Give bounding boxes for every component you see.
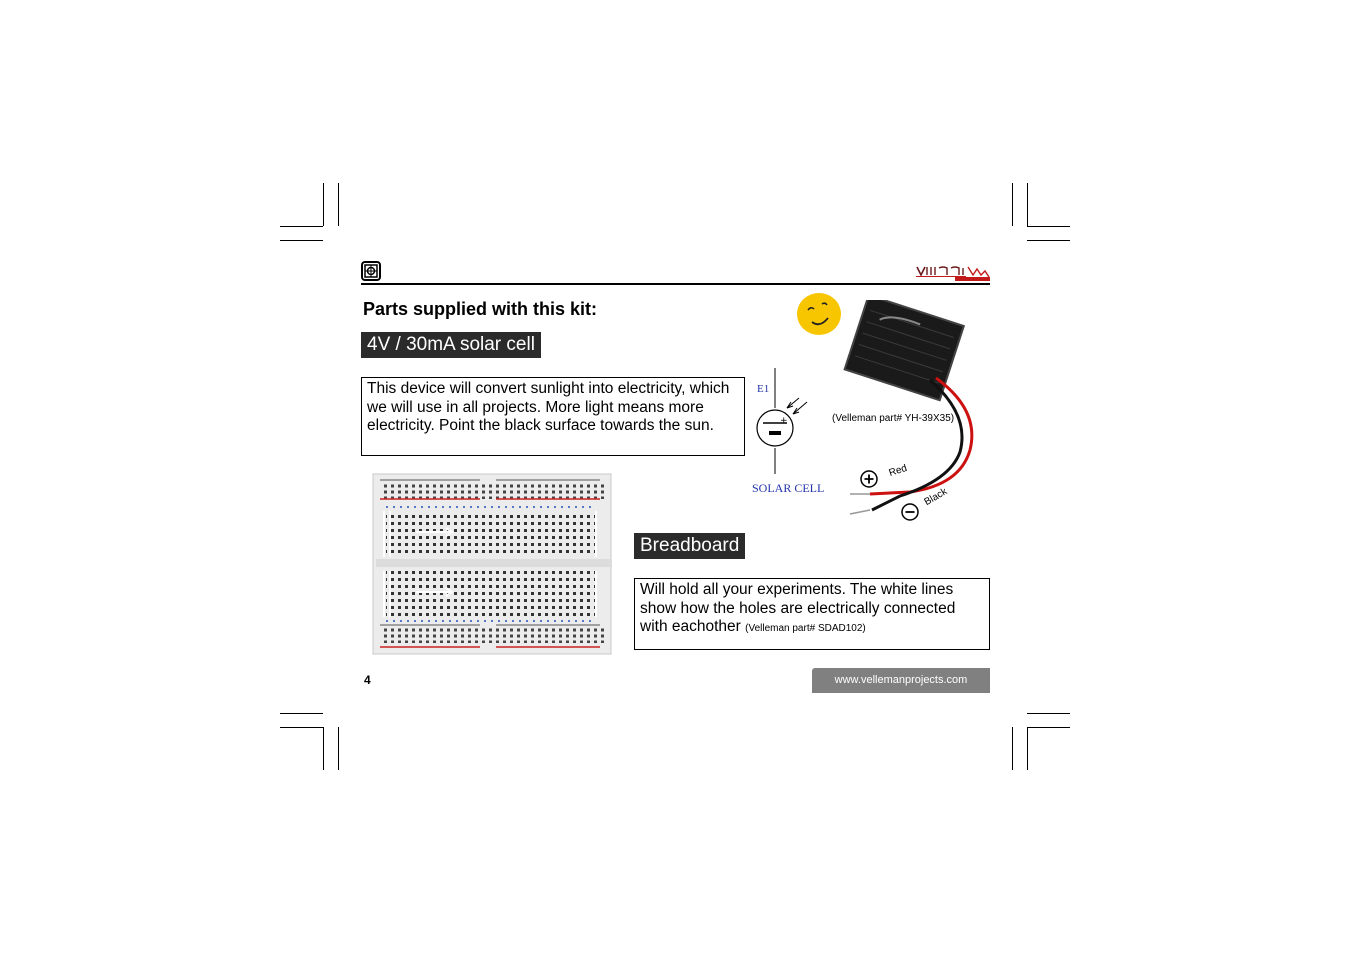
breadboard-image [368, 471, 614, 657]
smiley-icon [796, 292, 842, 336]
breadboard-label: Breadboard [634, 533, 746, 559]
plus-icon [860, 470, 878, 488]
minus-icon [901, 503, 919, 521]
crop-mark [1027, 183, 1028, 226]
crop-mark [280, 240, 323, 241]
solar-cell-label: 4V / 30mA solar cell [361, 332, 541, 358]
crop-mark [1027, 727, 1028, 770]
page-title: Parts supplied with this kit: [363, 299, 598, 319]
crop-mark [1012, 727, 1013, 770]
page-number: 4 [364, 673, 371, 687]
solar-cell-image [830, 293, 990, 525]
velleman-logo [915, 263, 991, 282]
header-rule [361, 283, 990, 285]
svg-text:+: + [780, 416, 788, 426]
solar-cell-schematic: + [745, 368, 825, 478]
crop-mark [280, 226, 323, 227]
breadboard-description: Will hold all your experiments. The whit… [634, 578, 990, 650]
solar-description-text: This device will convert sunlight into e… [367, 380, 730, 434]
crop-mark [280, 713, 323, 714]
crop-mark [1027, 226, 1070, 227]
website-url[interactable]: www.vellemanprojects.com [812, 668, 990, 693]
solar-part-caption: (Velleman part# YH-39X35) [832, 413, 955, 424]
breadboard-part-caption: (Velleman part# SDAD102) [745, 623, 866, 634]
schematic-reference: E1 [757, 383, 770, 395]
crop-mark [1027, 713, 1070, 714]
breadboard-description-text: Will hold all your experiments. The whit… [640, 581, 956, 635]
crop-mark [280, 727, 323, 728]
kit-logo-icon [361, 261, 381, 281]
crop-mark [338, 727, 339, 770]
crop-mark [323, 183, 324, 226]
crop-mark [338, 183, 339, 226]
crop-mark [1012, 183, 1013, 226]
crop-mark [1027, 727, 1070, 728]
solar-cell-description: This device will convert sunlight into e… [361, 377, 745, 456]
schematic-name: SOLAR CELL [752, 481, 825, 495]
crop-mark [323, 727, 324, 770]
crop-mark [1027, 240, 1070, 241]
